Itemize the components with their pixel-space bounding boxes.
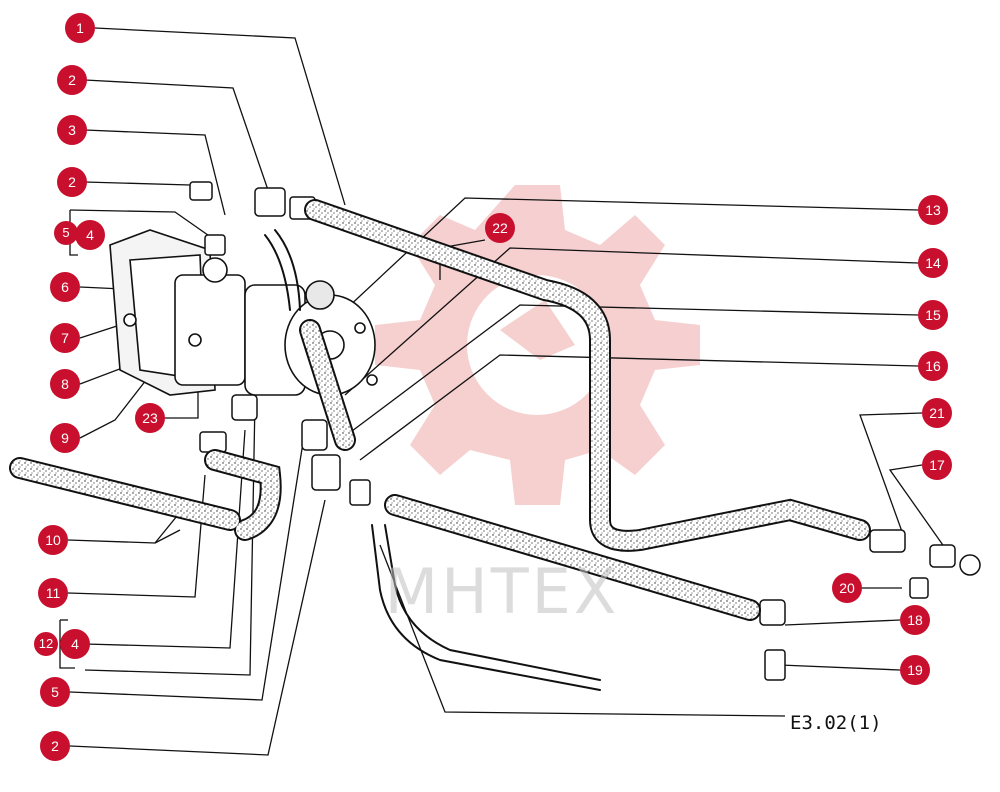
callout-20[interactable]: 20	[832, 573, 862, 603]
callout-19[interactable]: 19	[900, 655, 930, 685]
hoses	[9, 199, 871, 691]
callout-13[interactable]: 13	[918, 195, 948, 225]
callout-3[interactable]: 3	[57, 115, 87, 145]
callout-7[interactable]: 7	[50, 323, 80, 353]
callout-4[interactable]: 4	[60, 629, 90, 659]
callout-8[interactable]: 8	[50, 369, 80, 399]
callout-1[interactable]: 1	[65, 13, 95, 43]
callout-22[interactable]: 22	[485, 213, 515, 243]
callout-12[interactable]: 12	[34, 632, 58, 656]
callout-16[interactable]: 16	[918, 351, 948, 381]
callout-18[interactable]: 18	[900, 605, 930, 635]
watermark-gear-icon	[375, 185, 700, 505]
callout-17[interactable]: 17	[922, 450, 952, 480]
callout-6[interactable]: 6	[50, 272, 80, 302]
callout-21[interactable]: 21	[922, 398, 952, 428]
callout-23[interactable]: 23	[135, 403, 165, 433]
callout-5[interactable]: 5	[40, 677, 70, 707]
callout-10[interactable]: 10	[38, 525, 68, 555]
callout-2[interactable]: 2	[40, 731, 70, 761]
watermark-text: MHTEX	[384, 555, 620, 628]
callout-4[interactable]: 4	[75, 220, 105, 250]
callout-15[interactable]: 15	[918, 300, 948, 330]
callout-5[interactable]: 5	[54, 221, 78, 245]
callout-14[interactable]: 14	[918, 248, 948, 278]
pump-fittings	[189, 181, 981, 681]
callout-9[interactable]: 9	[50, 423, 80, 453]
pump-assembly	[109, 229, 378, 396]
callout-2[interactable]: 2	[57, 65, 87, 95]
callout-11[interactable]: 11	[38, 578, 68, 608]
reference-code: E3.02(1)	[790, 712, 882, 734]
callout-2[interactable]: 2	[57, 167, 87, 197]
